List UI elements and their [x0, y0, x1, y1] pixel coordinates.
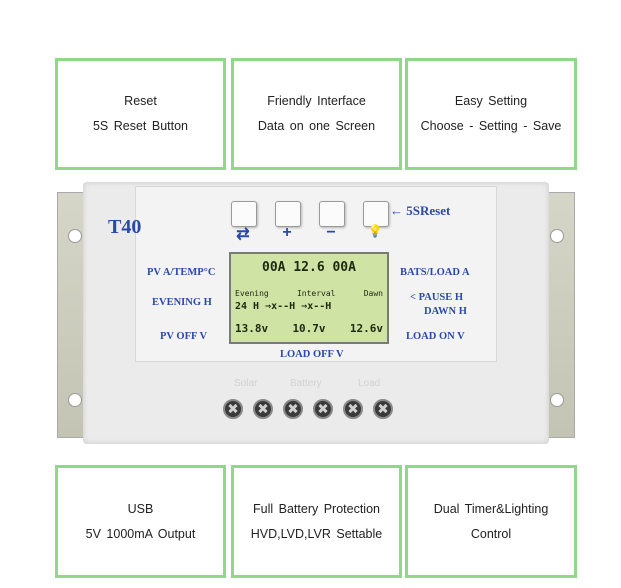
feature-box-setting: Easy Setting Choose - Setting - Save: [405, 58, 577, 170]
bulb-icon: 💡: [367, 224, 383, 238]
feature-box-protection: Full Battery Protection HVD,LVD,LVR Sett…: [231, 465, 402, 578]
charge-controller-device: [57, 182, 575, 444]
lcd-header-evening: Evening: [235, 289, 269, 298]
feature-box-usb: USB 5V 1000mA Output: [55, 465, 226, 578]
minus-button[interactable]: [319, 201, 345, 227]
feature-title: USB: [127, 501, 154, 516]
feature-desc: Control: [470, 526, 512, 541]
lcd-row-timers: 24 H ⇒x--H ⇒x--H: [235, 301, 332, 312]
label-pause: < PAUSE H: [410, 292, 464, 303]
lcd-header-dawn: Dawn: [363, 289, 383, 298]
feature-title: Easy Setting: [454, 94, 528, 108]
lcd-row-status: 00A 12.6 00A: [262, 260, 356, 275]
switch-icon: ⇄: [236, 226, 250, 243]
feature-desc: Data on one Screen: [257, 119, 376, 133]
label-pv-off: PV OFF V: [160, 331, 208, 342]
label-load-on: LOAD ON V: [406, 331, 465, 342]
lcd-load-off-value: 10.7v: [292, 322, 326, 335]
mount-hole: [68, 393, 82, 407]
plus-button[interactable]: [275, 201, 301, 227]
lcd-load-on-value: 12.6v: [349, 322, 383, 335]
terminal-screw: [283, 399, 303, 419]
terminal-screw: [343, 399, 363, 419]
lcd-row-voltages: 13.8v 10.7v 12.6v: [235, 322, 383, 335]
terminal-screw: [253, 399, 273, 419]
faint-label-solar: Solar: [234, 378, 258, 389]
label-pv-temp: PV A/TEMP°C: [147, 267, 216, 278]
lcd-row-headers: Evening Interval Dawn: [235, 289, 383, 298]
reset-hint: ← 5SReset: [390, 203, 451, 218]
faint-label-battery: Battery: [290, 378, 322, 389]
label-evening: EVENING H: [152, 297, 212, 308]
lcd-screen: 00A 12.6 00A Evening Interval Dawn 24 H …: [229, 252, 389, 344]
lcd-pv-off-value: 13.8v: [235, 322, 269, 335]
model-label: T40: [108, 216, 142, 238]
label-load-off: LOAD OFF V: [280, 349, 344, 360]
label-bats-load: BATS/LOAD A: [400, 267, 470, 278]
label-dawn: DAWN H: [424, 306, 467, 317]
feature-box-interface: Friendly Interface Data on one Screen: [231, 58, 402, 170]
mode-button[interactable]: [231, 201, 257, 227]
mount-hole: [550, 229, 564, 243]
feature-desc: 5V 1000mA Output: [85, 526, 196, 541]
feature-box-timer: Dual Timer&Lighting Control: [405, 465, 577, 578]
feature-desc: 5S Reset Button: [92, 119, 189, 133]
light-reset-button[interactable]: [363, 201, 389, 227]
minus-icon: −: [326, 224, 336, 241]
device-case: [83, 182, 549, 444]
plus-icon: +: [282, 224, 292, 241]
feature-title: Friendly Interface: [267, 94, 366, 108]
feature-box-reset: Reset 5S Reset Button: [55, 58, 226, 170]
feature-desc: Choose - Setting - Save: [420, 119, 562, 133]
feature-title: Full Battery Protection: [253, 501, 380, 516]
mount-hole: [68, 229, 82, 243]
faint-label-load: Load: [358, 378, 381, 389]
feature-desc: HVD,LVD,LVR Settable: [250, 526, 383, 541]
mount-hole: [550, 393, 564, 407]
terminal-screw: [313, 399, 333, 419]
terminal-screw: [223, 399, 243, 419]
feature-title: Reset: [124, 94, 157, 108]
feature-title: Dual Timer&Lighting: [433, 501, 549, 516]
terminal-screw: [373, 399, 393, 419]
lcd-header-interval: Interval: [296, 289, 336, 298]
